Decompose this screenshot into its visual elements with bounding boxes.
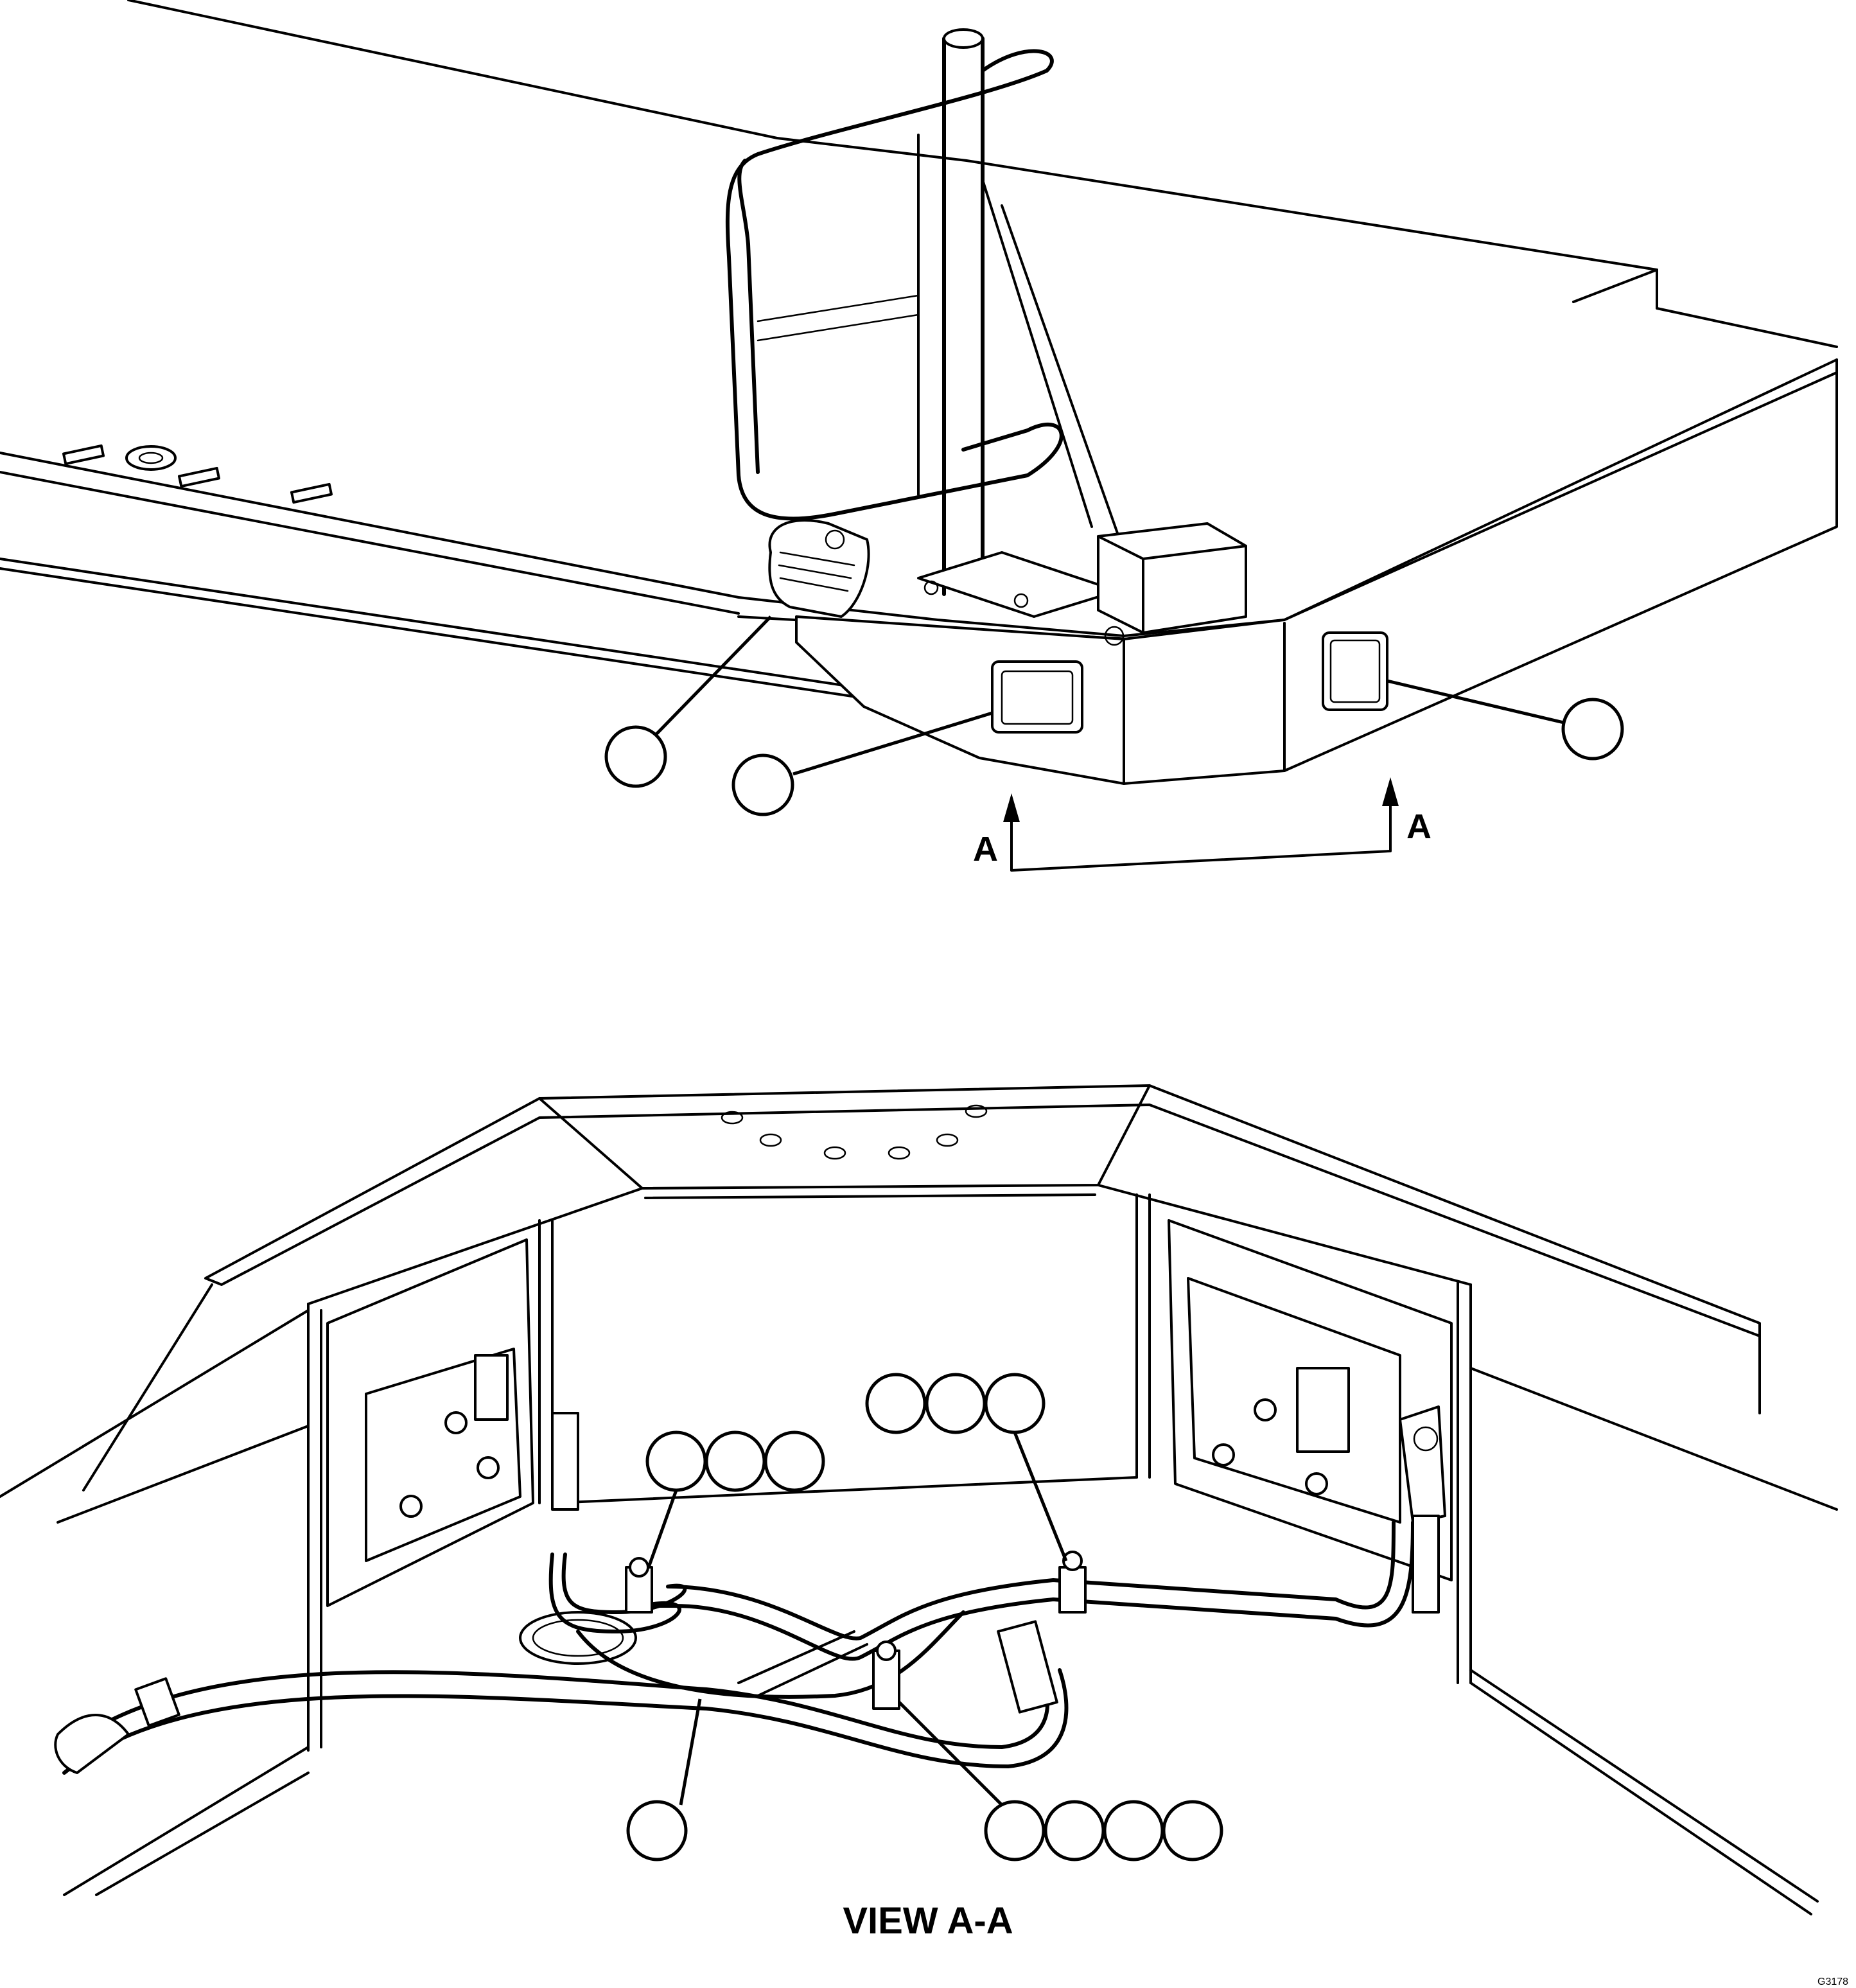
callout-circle-clamp-right-3 (984, 1373, 1046, 1434)
callout-circle-side-reflector (1561, 698, 1624, 761)
drawing-id: G3178 (1817, 1976, 1848, 1987)
callout-circle-clamp-left-2 (705, 1430, 766, 1492)
section-arrow-left-icon (1003, 793, 1020, 822)
callout-circle-harness (626, 1800, 688, 1861)
reflector-side-icon (1322, 631, 1388, 711)
callout-circle-clamp-left-3 (764, 1430, 825, 1492)
callout-circle-ground-4 (1162, 1800, 1223, 1861)
callout-circle-ground-1 (984, 1800, 1046, 1861)
callout-circle-light (604, 725, 667, 788)
section-line (1010, 789, 1392, 872)
view-a-a: VIEW A-A (0, 1084, 1838, 1942)
view-title: VIEW A-A (843, 1900, 1013, 1942)
section-letter-right: A (1406, 807, 1431, 846)
callout-circle-clamp-left-1 (645, 1430, 707, 1492)
callout-circle-ground-3 (1103, 1800, 1164, 1861)
callout-circle-clamp-right-1 (865, 1373, 927, 1434)
callout-circle-clamp-right-2 (925, 1373, 986, 1434)
reflector-front-icon (991, 660, 1083, 734)
callout-circle-ground-2 (1044, 1800, 1105, 1861)
deck-isometric-view: A A (0, 0, 1838, 872)
section-letter-left: A (973, 830, 998, 868)
callout-circle-front-reflector (731, 753, 794, 816)
section-arrow-right-icon (1382, 777, 1399, 806)
